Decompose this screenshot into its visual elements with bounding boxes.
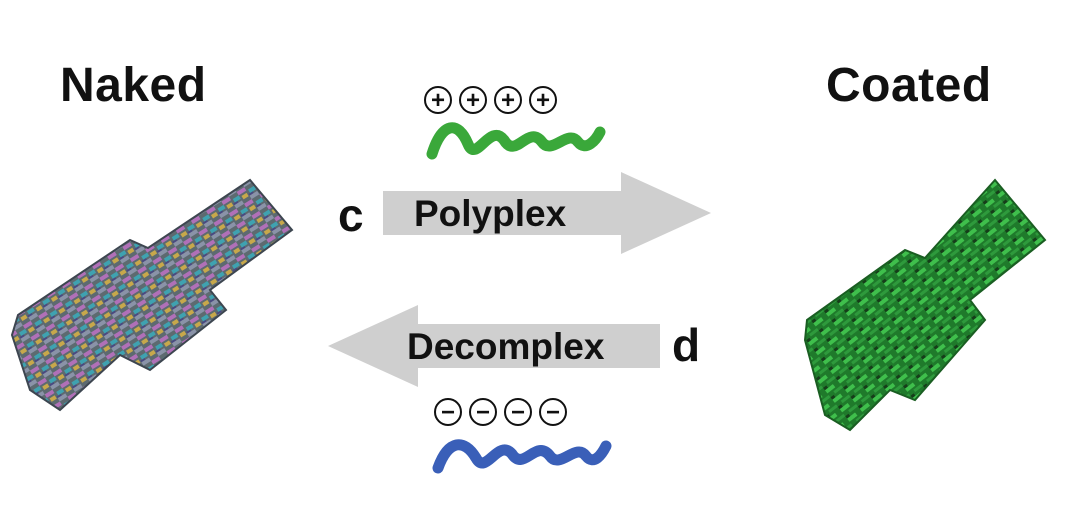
cationic-polymer: + + + + <box>424 86 606 160</box>
negative-charge-icons: − − − − <box>434 398 567 426</box>
decomplex-label: Decomplex <box>407 326 605 367</box>
charge-plus-3: + <box>501 87 515 114</box>
charge-plus-4: + <box>536 87 550 114</box>
charge-minus-4: − <box>546 399 560 426</box>
charge-minus-3: − <box>511 399 525 426</box>
naked-origami-structure <box>10 178 294 412</box>
decomplex-arrow <box>328 305 660 387</box>
anionic-polymer: − − − − <box>432 398 612 474</box>
green-polymer-chain <box>426 122 606 160</box>
coated-origami-structure <box>803 178 1047 432</box>
charge-minus-1: − <box>441 399 455 426</box>
charge-minus-2: − <box>476 399 490 426</box>
coated-title: Coated <box>826 59 992 112</box>
polyplex-label: Polyplex <box>414 193 567 234</box>
step-c-label: c <box>338 189 364 241</box>
polyplex-arrow <box>383 172 711 254</box>
charge-plus-1: + <box>431 87 445 114</box>
positive-charge-icons: + + + + <box>424 86 557 114</box>
step-d-label: d <box>672 319 701 371</box>
blue-polymer-chain <box>432 439 612 474</box>
naked-title: Naked <box>60 59 207 112</box>
charge-plus-2: + <box>466 87 480 114</box>
